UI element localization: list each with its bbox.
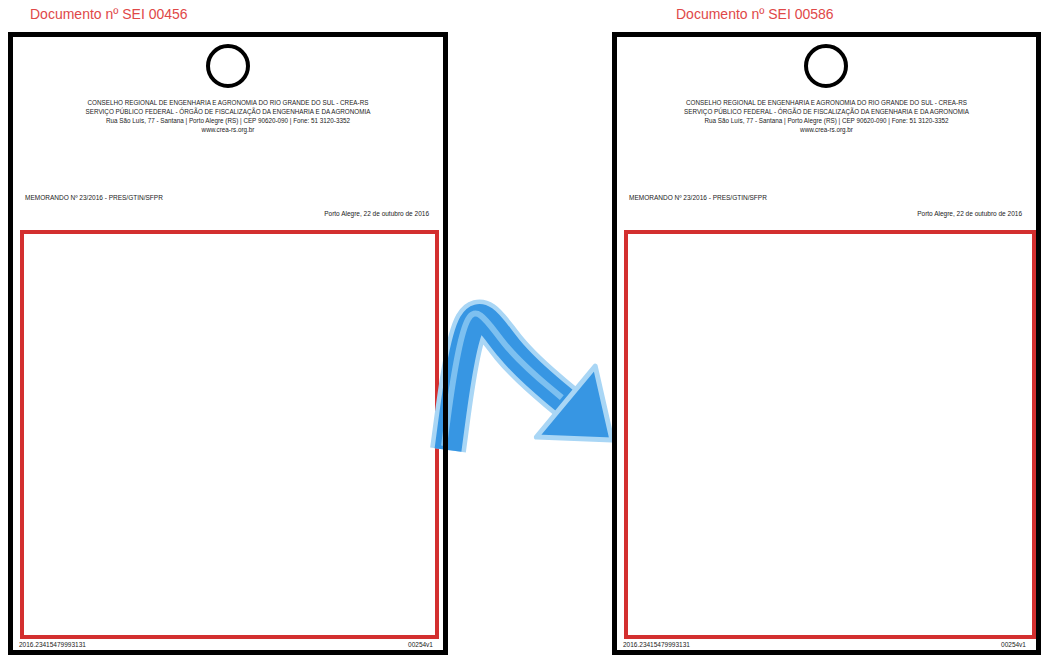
footer-code: 2016.23415479993131 [623, 641, 690, 649]
document-number: Documento nº SEI 00586 [676, 6, 834, 23]
header-line: www.crea-rs.org.br [617, 126, 1036, 134]
header-line: SERVIÇO PÚBLICO FEDERAL - ÓRGÃO DE FISCA… [13, 108, 443, 116]
memo-number: MEMORANDO Nº 23/2016 - PRES/GTIN/SFPR [25, 194, 163, 202]
document-number: Documento nº SEI 00456 [30, 6, 188, 23]
header-line: SERVIÇO PÚBLICO FEDERAL - ÓRGÃO DE FISCA… [617, 108, 1036, 116]
memo-number: MEMORANDO Nº 23/2016 - PRES/GTIN/SFPR [629, 194, 767, 202]
header-line: Rua São Luís, 77 - Santana | Porto Alegr… [617, 117, 1036, 125]
curved-arrow [444, 314, 612, 450]
header-line: CONSELHO REGIONAL DE ENGENHARIA E AGRONO… [617, 99, 1036, 107]
footer-version: 00254v1 [1001, 641, 1026, 649]
header-line: Rua São Luís, 77 - Santana | Porto Alegr… [13, 117, 443, 125]
header-line: www.crea-rs.org.br [13, 126, 443, 134]
logo-circle [208, 46, 248, 86]
content-area [626, 232, 1034, 637]
document-page: Documento nº SEI 00586CONSELHO REGIONAL … [612, 32, 1041, 655]
date-line: Porto Alegre, 22 de outubro de 2016 [917, 210, 1022, 218]
content-area [22, 232, 437, 637]
header-line: CONSELHO REGIONAL DE ENGENHARIA E AGRONO… [13, 99, 443, 107]
arrow-head [536, 366, 612, 440]
logo-circle [806, 46, 846, 86]
document-page: Documento nº SEI 00456CONSELHO REGIONAL … [8, 32, 448, 655]
footer-code: 2016.23415479993131 [19, 641, 86, 649]
footer-version: 00254v1 [408, 641, 433, 649]
date-line: Porto Alegre, 22 de outubro de 2016 [324, 210, 429, 218]
